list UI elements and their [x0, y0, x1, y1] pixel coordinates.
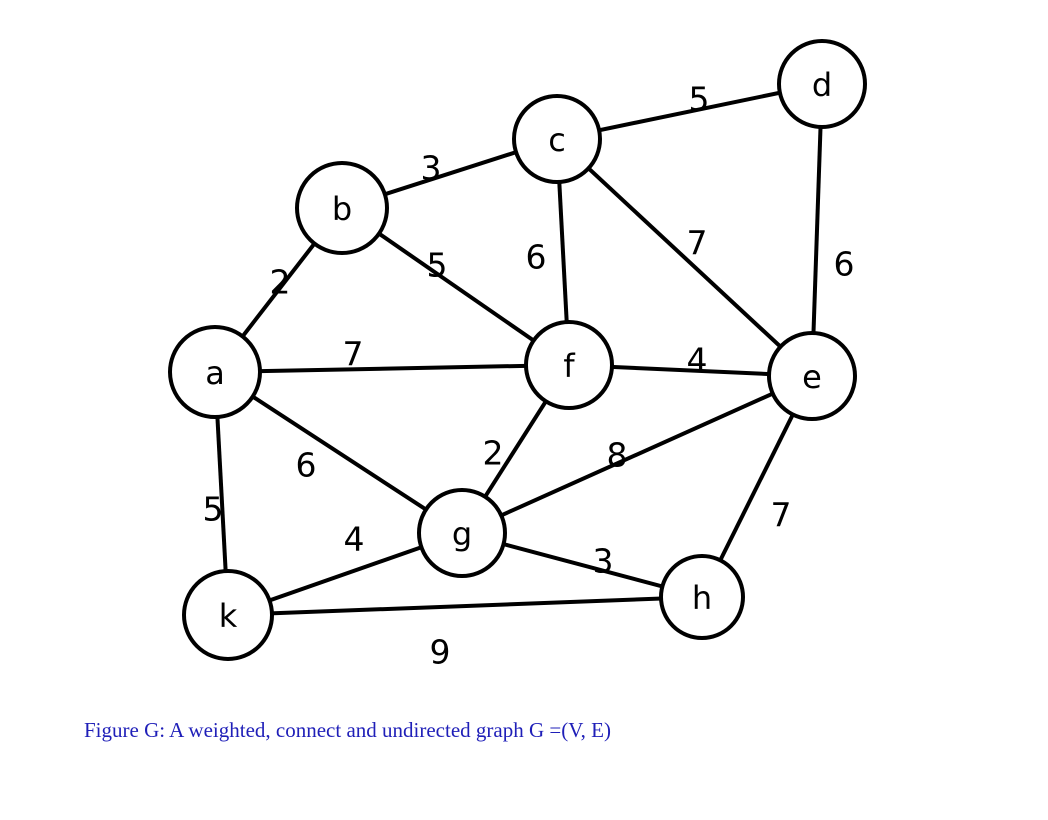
node-label-d: d: [812, 66, 832, 104]
node-circle-g: [417, 488, 507, 578]
edge-g-e: [461, 374, 813, 535]
node-label-c: c: [548, 121, 566, 159]
node-circle-c: [512, 94, 602, 184]
node-circle-f: [524, 320, 614, 410]
edge-weight-f-g: 2: [483, 434, 504, 473]
edge-a-f: [214, 363, 570, 374]
edge-weight-b-f: 5: [427, 246, 448, 285]
node-k: k: [182, 569, 274, 661]
nodes-layer: a b c d e f g h k: [168, 39, 867, 661]
figure-caption: Figure G: A weighted, connect and undire…: [84, 718, 611, 742]
edge-weight-k-g: 4: [344, 520, 365, 559]
edge-weight-a-k: 5: [203, 490, 224, 529]
node-f: f: [524, 320, 614, 410]
edge-weight-e-h: 7: [771, 496, 792, 535]
edge-weight-a-b: 2: [270, 263, 291, 302]
edge-weight-a-f: 7: [343, 335, 364, 374]
edge-weight-f-e: 4: [687, 341, 708, 380]
node-circle-a: [168, 325, 262, 419]
node-circle-d: [777, 39, 867, 129]
node-label-f: f: [563, 347, 575, 385]
edge-weight-g-e: 8: [607, 436, 628, 475]
edge-weight-d-e: 6: [834, 245, 855, 284]
edge-k-h: [227, 595, 703, 617]
node-label-a: a: [205, 354, 225, 392]
node-h: h: [659, 554, 745, 640]
edge-weight-g-h: 3: [593, 542, 614, 581]
edge-weight-c-e: 7: [687, 224, 708, 263]
node-circle-e: [767, 331, 857, 421]
edges-layer: [213, 82, 824, 617]
node-d: d: [777, 39, 867, 129]
node-label-g: g: [452, 515, 472, 553]
edge-d-e: [810, 83, 824, 377]
edge-c-d: [556, 82, 823, 141]
edge-weight-a-g: 6: [296, 446, 317, 485]
node-circle-k: [182, 569, 274, 661]
node-a: a: [168, 325, 262, 419]
node-b: b: [295, 161, 389, 255]
node-label-h: h: [692, 579, 712, 617]
node-label-e: e: [802, 358, 822, 396]
edge-a-g: [213, 370, 464, 535]
node-circle-h: [659, 554, 745, 640]
node-label-b: b: [332, 190, 352, 228]
edge-weight-k-h: 9: [430, 633, 451, 672]
edge-weight-b-c: 3: [421, 149, 442, 188]
edge-weight-c-d: 5: [689, 80, 710, 119]
node-circle-b: [295, 161, 389, 255]
edge-weight-c-f: 6: [526, 238, 547, 277]
edge-c-e: [555, 137, 814, 378]
node-label-k: k: [219, 597, 238, 635]
node-c: c: [512, 94, 602, 184]
node-e: e: [767, 331, 857, 421]
node-g: g: [417, 488, 507, 578]
